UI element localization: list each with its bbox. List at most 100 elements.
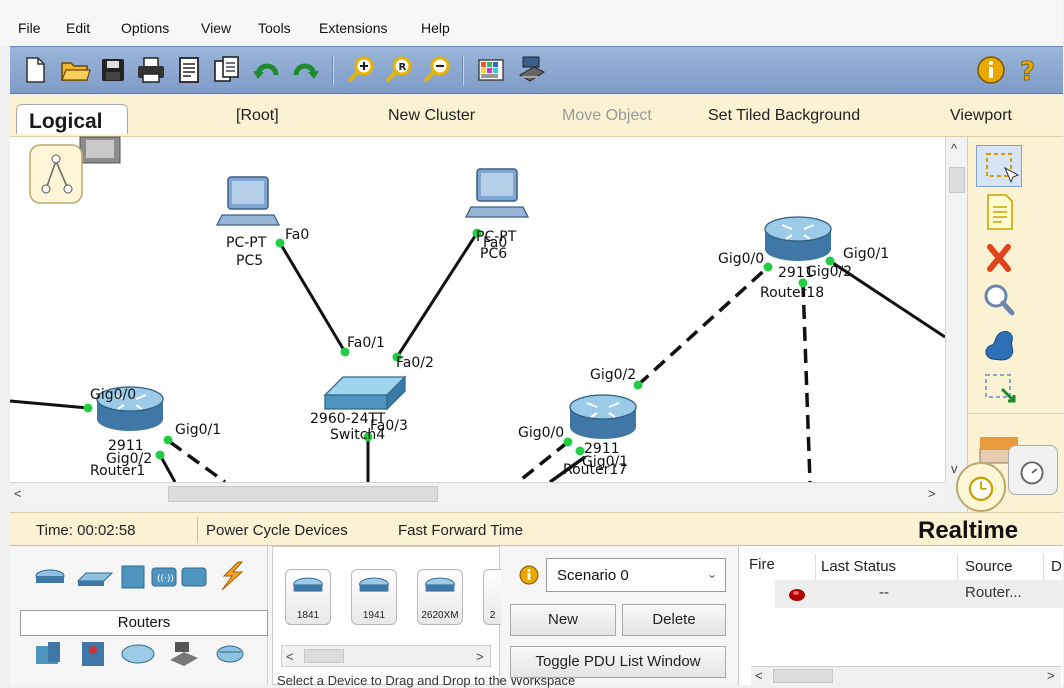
device-model-partial[interactable]: 2 bbox=[483, 569, 501, 625]
scroll-right-icon[interactable]: > bbox=[1047, 668, 1055, 683]
scroll-thumb[interactable] bbox=[168, 486, 438, 502]
zoom-in-icon[interactable] bbox=[344, 53, 378, 87]
scroll-right-icon[interactable]: > bbox=[476, 649, 484, 664]
scenario-select[interactable]: Scenario 0 ⌄ bbox=[546, 558, 726, 592]
power-cycle-devices-button[interactable]: Power Cycle Devices bbox=[206, 522, 348, 539]
zoom-out-icon[interactable] bbox=[420, 53, 454, 87]
device-model-scrollbar[interactable]: < > bbox=[281, 645, 491, 667]
logical-view-icon[interactable] bbox=[29, 136, 121, 204]
menu-tools[interactable]: Tools bbox=[258, 20, 291, 36]
zoom-reset-icon[interactable]: R bbox=[382, 53, 416, 87]
scroll-right-icon[interactable]: > bbox=[928, 486, 936, 501]
wireless-category-icon[interactable]: ((·)) bbox=[151, 567, 177, 587]
router18-device-icon[interactable] bbox=[764, 216, 832, 261]
cable-router1-left[interactable] bbox=[9, 399, 93, 413]
info-icon[interactable] bbox=[974, 53, 1008, 87]
fast-forward-time-button[interactable]: Fast Forward Time bbox=[398, 522, 524, 539]
root-button[interactable]: [Root] bbox=[236, 107, 279, 124]
palette-icon[interactable] bbox=[474, 53, 508, 87]
scroll-thumb[interactable] bbox=[304, 649, 344, 663]
scroll-thumb[interactable] bbox=[773, 669, 833, 683]
device-model-1941[interactable]: 1941 bbox=[351, 569, 397, 625]
device-model-1841[interactable]: 1841 bbox=[285, 569, 331, 625]
workspace-vertical-scrollbar[interactable]: ^ v bbox=[945, 137, 967, 482]
cable-router18-right[interactable] bbox=[825, 256, 946, 339]
cable-pc6-switch4[interactable] bbox=[392, 228, 482, 362]
logical-workspace[interactable]: PC-PT PC5 Fa0 PC-PT PC6 Fa0 Fa0/1 Fa0/2 … bbox=[9, 136, 946, 484]
custom-device-icon[interactable] bbox=[514, 53, 548, 87]
router-icon bbox=[425, 577, 455, 592]
device-hint-text: Select a Device to Drag and Drop to the … bbox=[277, 673, 576, 688]
simulation-mode-button[interactable] bbox=[1008, 445, 1058, 495]
cable-router18-down[interactable] bbox=[798, 278, 812, 483]
help-icon[interactable]: ? bbox=[1010, 53, 1044, 88]
menu-options[interactable]: Options bbox=[121, 20, 170, 36]
scroll-up-icon[interactable]: ^ bbox=[951, 141, 958, 156]
delete-scenario-button[interactable]: Delete bbox=[622, 604, 726, 636]
pc6-device-icon[interactable] bbox=[464, 168, 530, 218]
scroll-down-icon[interactable]: v bbox=[951, 461, 958, 476]
table-row[interactable] bbox=[775, 580, 1064, 608]
scroll-left-icon[interactable]: < bbox=[755, 668, 763, 683]
copy-icon[interactable] bbox=[210, 53, 244, 87]
viewport-button[interactable]: Viewport bbox=[950, 107, 1012, 124]
hubs-category-icon[interactable] bbox=[121, 565, 145, 589]
switch4-port-label: Fa0/3 bbox=[370, 418, 408, 434]
switches-category-icon[interactable] bbox=[76, 572, 114, 586]
move-object-button[interactable]: Move Object bbox=[562, 107, 652, 124]
menu-view[interactable]: View bbox=[201, 20, 232, 36]
scroll-left-icon[interactable]: < bbox=[14, 486, 22, 501]
toggle-pdu-list-button[interactable]: Toggle PDU List Window bbox=[510, 646, 726, 678]
realtime-mode-button[interactable] bbox=[956, 462, 1006, 512]
custom-devices-category-icon[interactable] bbox=[170, 642, 198, 666]
new-cluster-button[interactable]: New Cluster bbox=[388, 107, 476, 124]
tab-logical[interactable]: Logical bbox=[16, 104, 128, 134]
pdu-list-scrollbar[interactable]: < > bbox=[751, 666, 1061, 685]
router1-port-label: Gig0/2 bbox=[106, 451, 152, 467]
menu-file[interactable]: File bbox=[18, 20, 41, 36]
multiuser-category-icon[interactable] bbox=[216, 645, 244, 663]
new-file-icon[interactable] bbox=[18, 53, 52, 87]
set-tiled-background-button[interactable]: Set Tiled Background bbox=[708, 107, 861, 124]
logical-workspace-bar: [Root] New Cluster Move Object Set Tiled… bbox=[10, 95, 1063, 137]
menu-help[interactable]: Help bbox=[421, 20, 450, 36]
fire-pdu-icon[interactable] bbox=[787, 588, 807, 602]
cable-router1-down[interactable] bbox=[155, 435, 227, 484]
security-category-icon[interactable] bbox=[181, 567, 207, 587]
switch4-device-icon[interactable] bbox=[323, 375, 407, 411]
workspace-horizontal-scrollbar[interactable]: < > bbox=[10, 482, 945, 504]
save-icon[interactable] bbox=[96, 53, 130, 87]
print-icon[interactable] bbox=[134, 53, 168, 87]
info-icon[interactable] bbox=[518, 564, 540, 586]
delete-tool-icon[interactable] bbox=[976, 237, 1022, 279]
cable-router17-down[interactable] bbox=[516, 437, 587, 484]
scroll-left-icon[interactable]: < bbox=[286, 649, 294, 664]
menu-extensions[interactable]: Extensions bbox=[319, 20, 388, 36]
draw-shape-tool-icon[interactable] bbox=[976, 323, 1022, 365]
router17-device-icon[interactable] bbox=[569, 394, 637, 439]
undo-icon[interactable] bbox=[250, 53, 284, 87]
cable-router17-router18[interactable] bbox=[633, 262, 773, 390]
end-devices-category-icon[interactable] bbox=[36, 642, 60, 664]
routers-category-icon[interactable] bbox=[35, 569, 65, 583]
connections-category-icon[interactable] bbox=[221, 561, 244, 591]
router-icon bbox=[359, 577, 389, 592]
cable-pc5-switch4[interactable] bbox=[275, 238, 350, 357]
wan-emulation-category-icon[interactable] bbox=[121, 644, 155, 664]
open-folder-icon[interactable] bbox=[58, 53, 92, 87]
resize-shape-tool-icon[interactable] bbox=[976, 367, 1022, 409]
redo-icon[interactable] bbox=[288, 53, 322, 87]
cable-switch4-down[interactable] bbox=[363, 432, 373, 482]
new-scenario-button[interactable]: New bbox=[510, 604, 616, 636]
select-tool-icon[interactable] bbox=[976, 145, 1022, 187]
pc5-device-icon[interactable] bbox=[215, 176, 281, 226]
activity-wizard-icon[interactable] bbox=[172, 53, 206, 87]
device-model-2620xm[interactable]: 2620XM bbox=[417, 569, 463, 625]
scroll-thumb[interactable] bbox=[949, 167, 965, 193]
components-category-icon[interactable] bbox=[82, 642, 104, 666]
router1-device-icon[interactable] bbox=[96, 386, 164, 431]
note-tool-icon[interactable] bbox=[976, 191, 1022, 233]
inspect-tool-icon[interactable] bbox=[976, 279, 1022, 321]
menu-edit[interactable]: Edit bbox=[66, 20, 91, 36]
pc6-name-label: PC6 bbox=[480, 246, 507, 262]
